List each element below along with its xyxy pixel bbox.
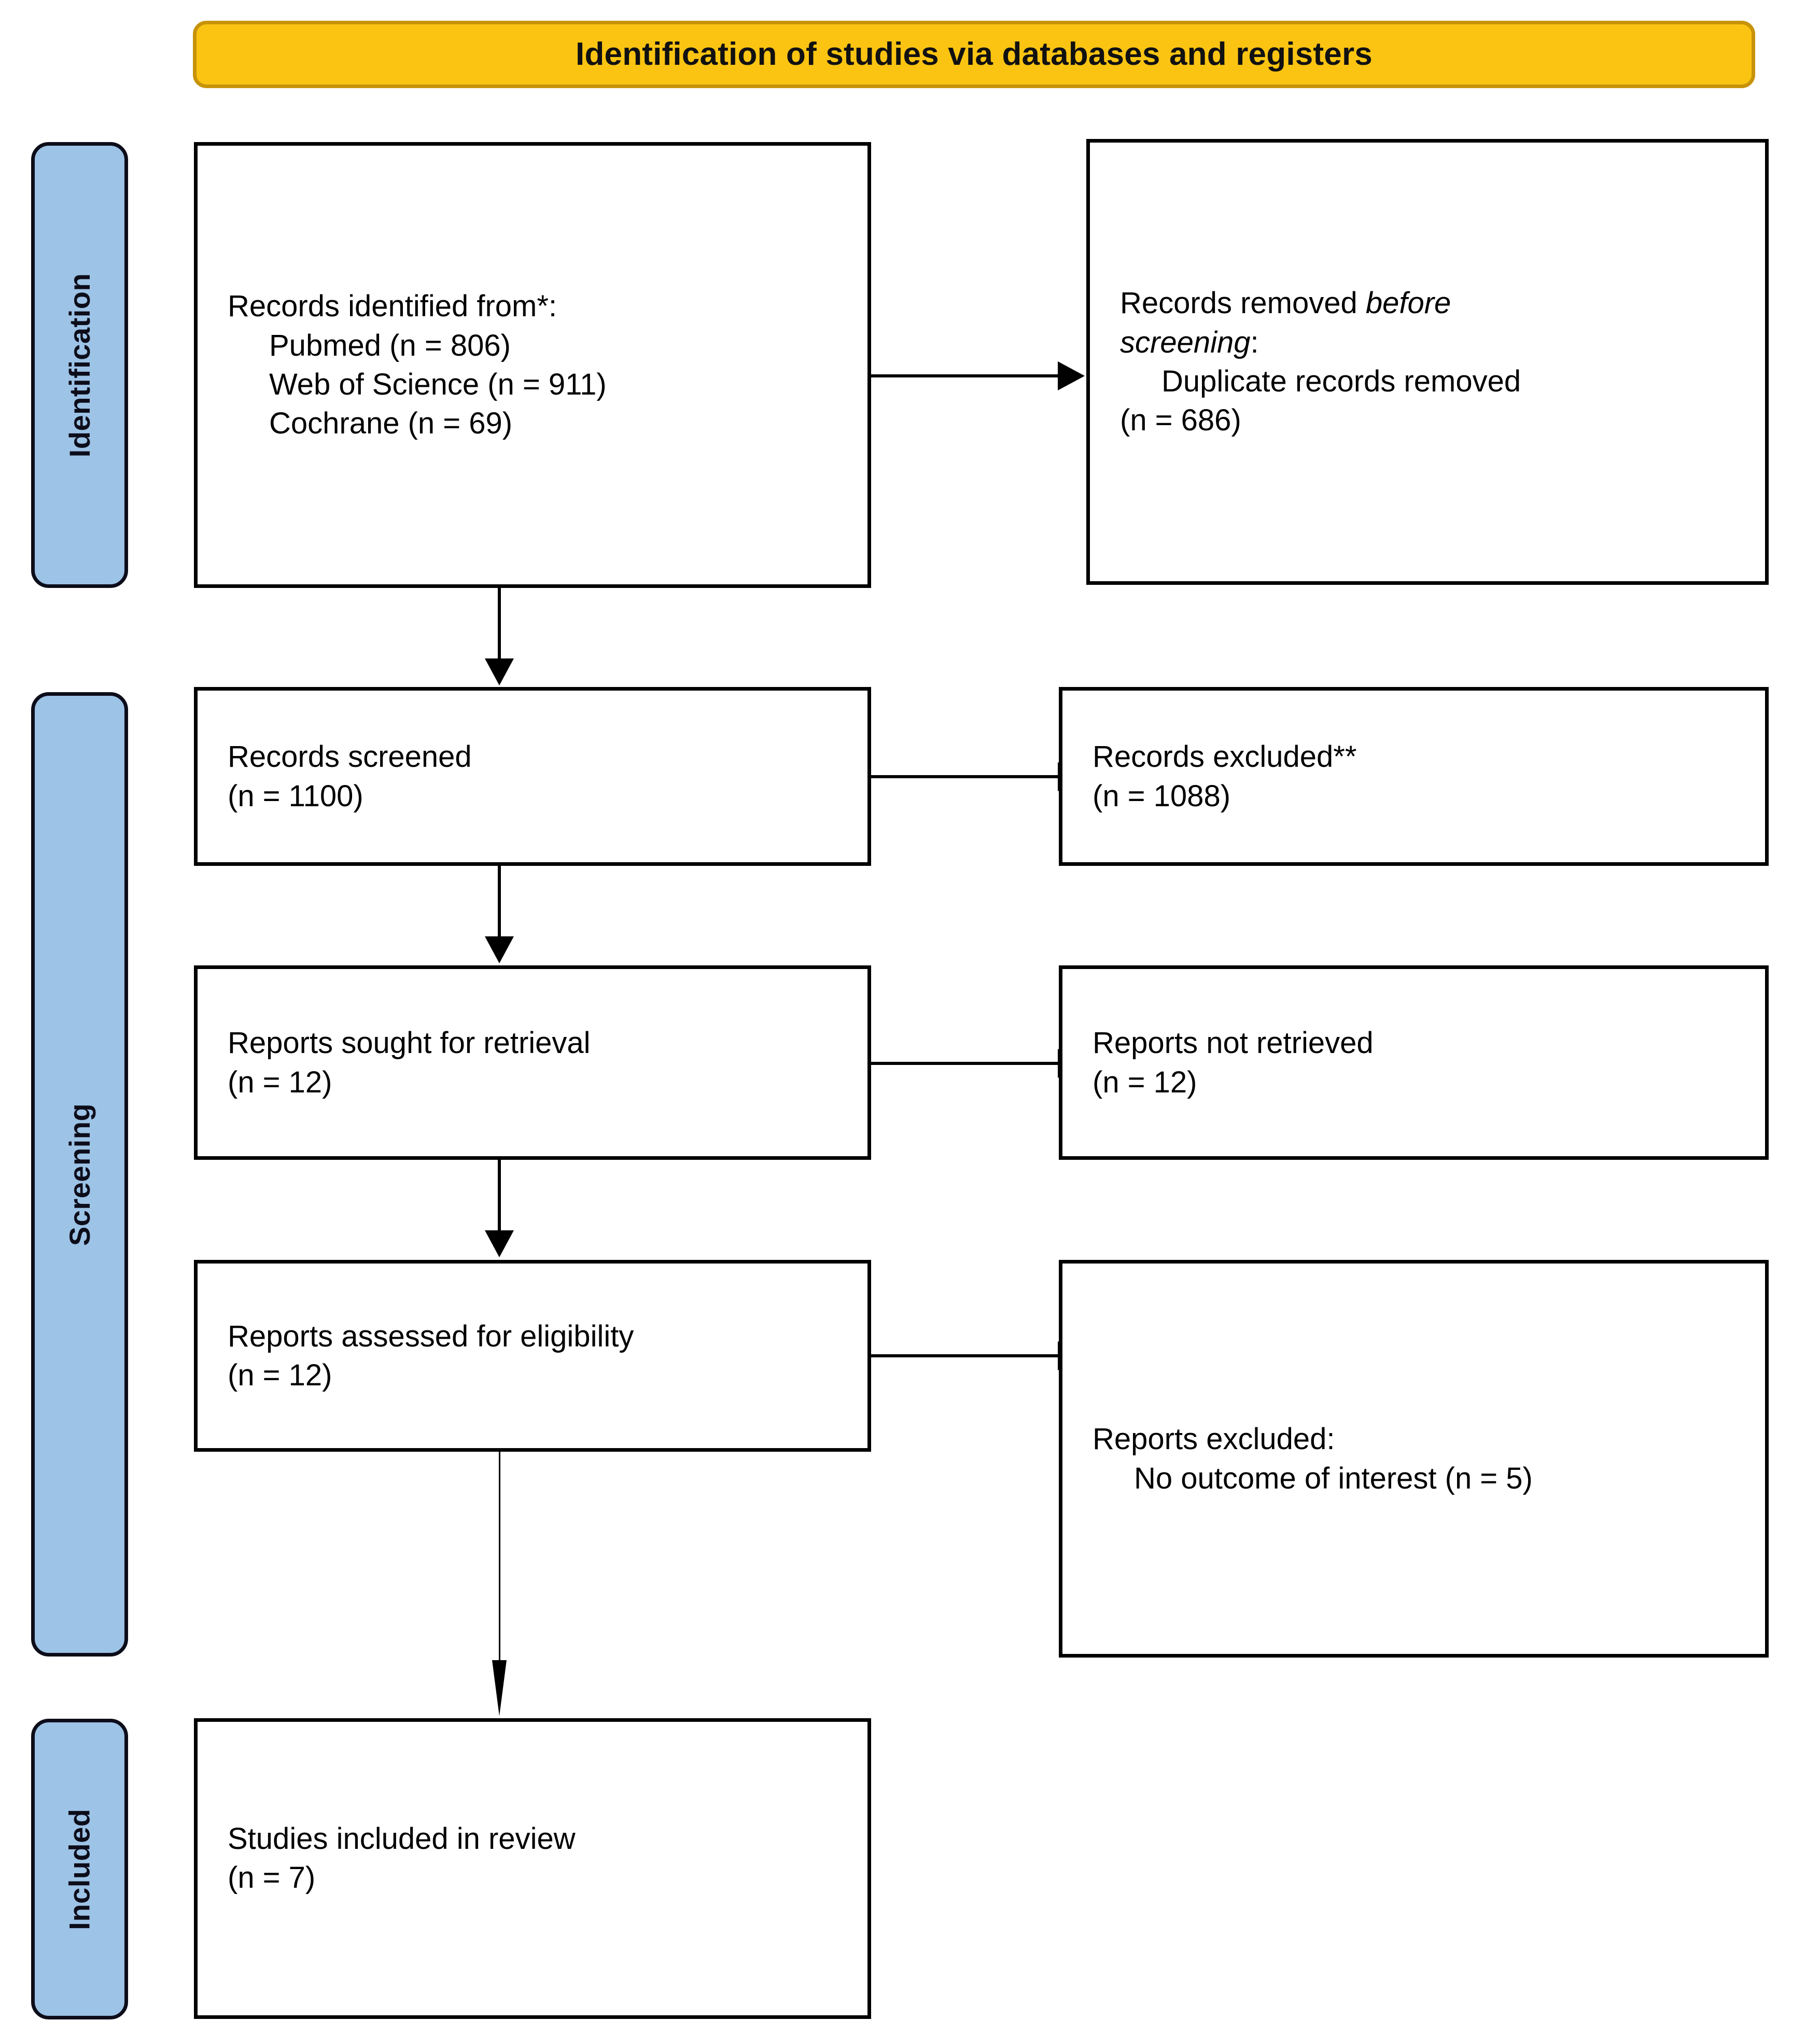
stage-tab-included-label: Included xyxy=(63,1808,96,1930)
records-screened-count: (n = 1100) xyxy=(228,779,363,813)
connector-identified-to-screened xyxy=(498,588,501,661)
reports-sought-label: Reports sought for retrieval xyxy=(228,1026,591,1060)
reports-sought-count: (n = 12) xyxy=(228,1065,332,1099)
box-records-identified: Records identified from*: Pubmed (n = 80… xyxy=(194,142,871,588)
records-identified-pubmed: Pubmed (n = 806) xyxy=(269,328,511,362)
box-reports-assessed: Reports assessed for eligibility (n = 12… xyxy=(194,1260,871,1452)
stage-tab-screening-label: Screening xyxy=(63,1103,96,1246)
studies-included-count: (n = 7) xyxy=(228,1861,316,1894)
records-identified-cochrane: Cochrane (n = 69) xyxy=(269,406,513,441)
stage-tab-identification-label: Identification xyxy=(63,273,96,457)
connector-sought-to-assessed xyxy=(498,1160,501,1232)
reports-excluded-reason: No outcome of interest (n = 5) xyxy=(1134,1461,1533,1495)
arrowhead-assessed-to-included xyxy=(492,1660,507,1716)
records-identified-line-1: Records identified from*: xyxy=(228,289,557,324)
records-removed-line-1: Records removed before xyxy=(1120,286,1451,320)
records-excluded-count: (n = 1088) xyxy=(1093,779,1231,813)
reports-assessed-count: (n = 12) xyxy=(228,1358,332,1392)
studies-included-label: Studies included in review xyxy=(228,1821,576,1856)
stage-tab-identification: Identification xyxy=(31,142,128,588)
box-reports-sought: Reports sought for retrieval (n = 12) xyxy=(194,965,871,1160)
arrowhead-identified-to-screened xyxy=(485,658,514,685)
reports-not-retrieved-count: (n = 12) xyxy=(1093,1065,1197,1099)
diagram-header-banner: Identification of studies via databases … xyxy=(193,21,1755,88)
box-records-removed: Records removed before screening: Duplic… xyxy=(1086,139,1769,585)
box-reports-not-retrieved: Reports not retrieved (n = 12) xyxy=(1059,965,1769,1160)
records-removed-line-2: screening: xyxy=(1120,325,1259,359)
records-screened-label: Records screened xyxy=(228,740,472,774)
connector-identified-to-removed xyxy=(871,374,1059,377)
box-records-screened: Records screened (n = 1100) xyxy=(194,687,871,866)
reports-assessed-label: Reports assessed for eligibility xyxy=(228,1319,634,1353)
connector-screened-to-excluded xyxy=(871,775,1059,778)
connector-screened-to-sought xyxy=(498,866,501,938)
connector-sought-to-not-retrieved xyxy=(871,1062,1059,1065)
arrowhead-sought-to-assessed xyxy=(485,1230,514,1257)
box-records-excluded: Records excluded** (n = 1088) xyxy=(1059,687,1769,866)
reports-not-retrieved-label: Reports not retrieved xyxy=(1093,1026,1374,1060)
records-removed-count: (n = 686) xyxy=(1120,403,1241,438)
records-removed-duplicates: Duplicate records removed xyxy=(1161,364,1521,398)
arrowhead-identified-to-removed xyxy=(1058,361,1085,390)
connector-assessed-to-excluded xyxy=(871,1354,1059,1357)
records-identified-web-of-science: Web of Science (n = 911) xyxy=(269,368,607,401)
box-studies-included: Studies included in review (n = 7) xyxy=(194,1718,871,2019)
connector-assessed-to-included xyxy=(499,1452,500,1669)
arrowhead-screened-to-sought xyxy=(485,936,514,963)
reports-excluded-label: Reports excluded: xyxy=(1093,1422,1335,1456)
stage-tab-included: Included xyxy=(31,1719,128,2019)
diagram-header-title: Identification of studies via databases … xyxy=(576,36,1373,72)
records-excluded-label: Records excluded** xyxy=(1093,740,1357,774)
box-reports-excluded: Reports excluded: No outcome of interest… xyxy=(1059,1260,1769,1658)
stage-tab-screening: Screening xyxy=(31,692,128,1657)
